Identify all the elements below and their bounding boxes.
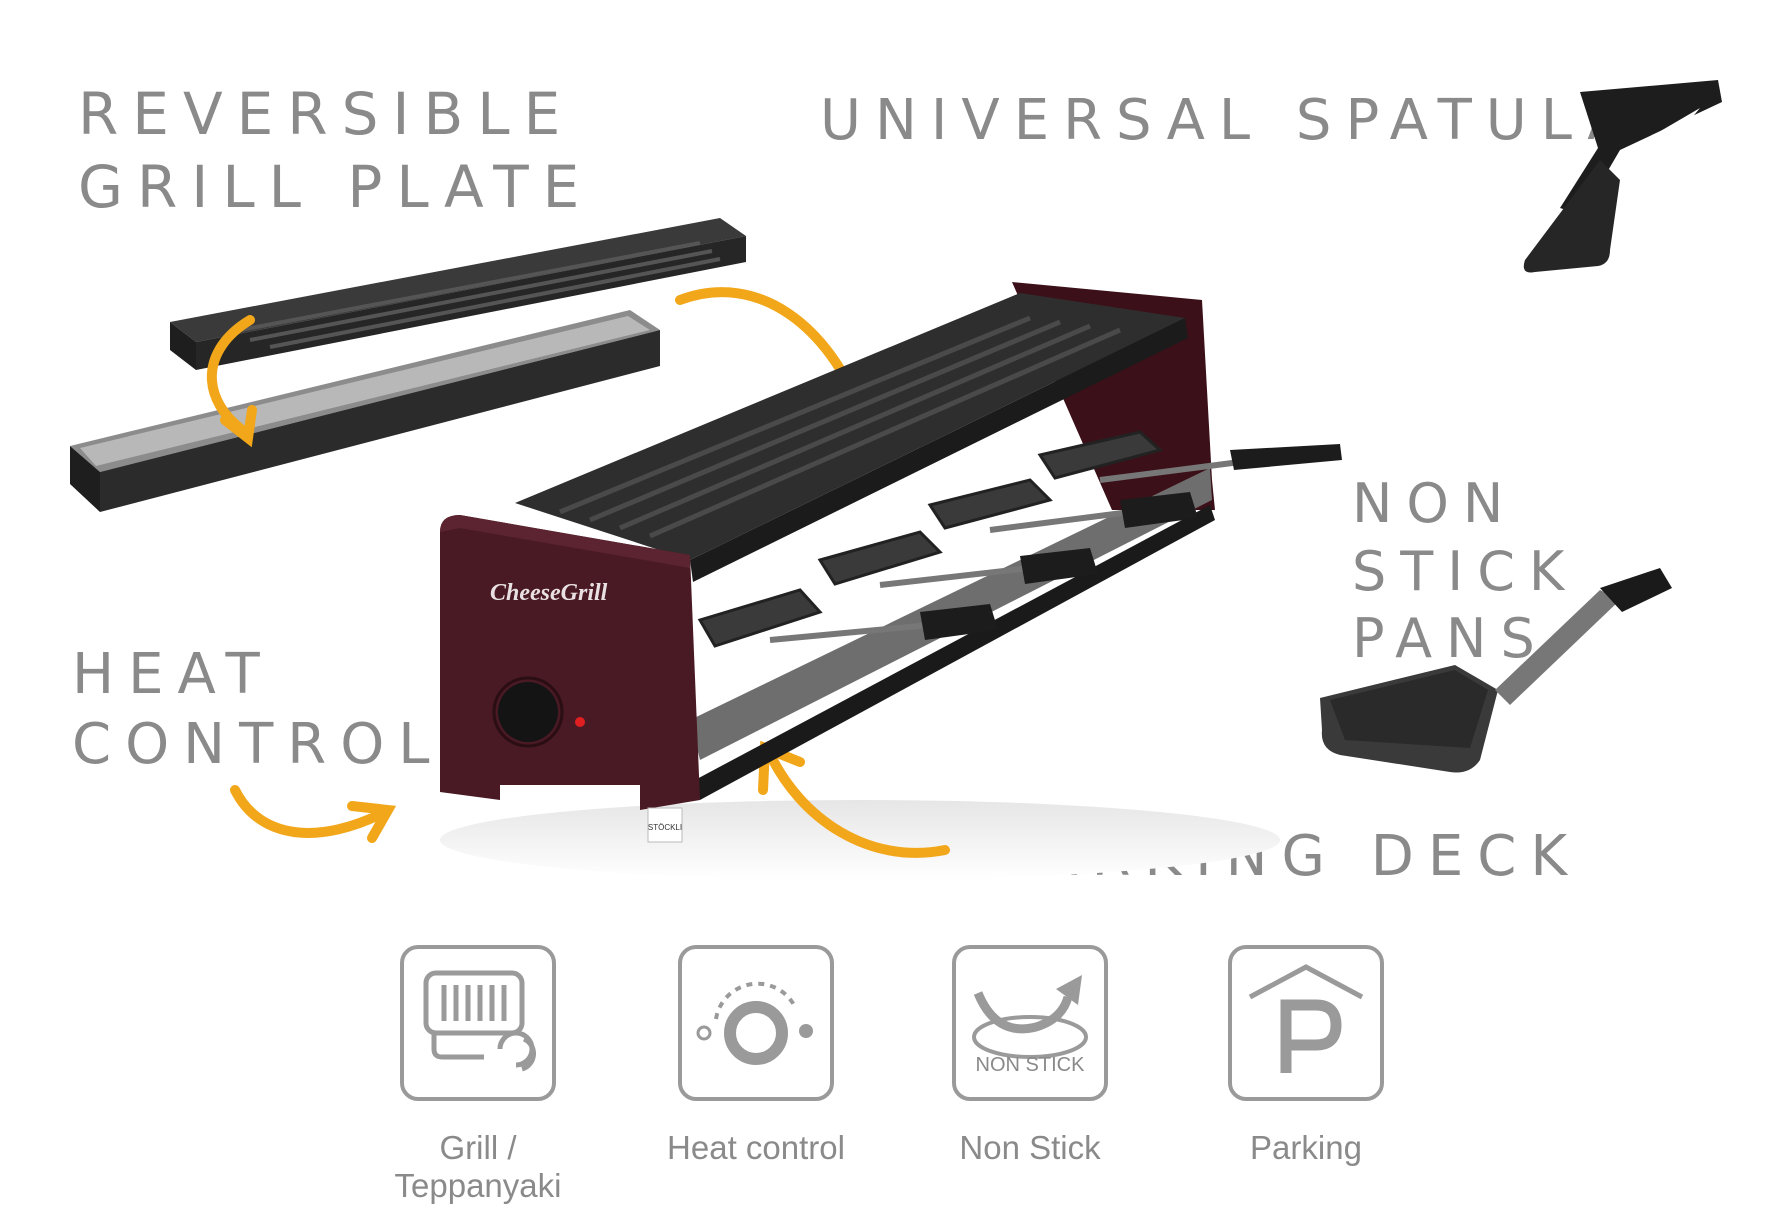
grill-reverse-icon (400, 945, 556, 1101)
callout-line-1: Non Stick (1352, 472, 1579, 603)
non-stick-pan-image (1320, 568, 1672, 773)
callout-reversible-grill-plate: Reversible Grill Plate (78, 78, 593, 223)
callout-universal-spatula: Universal Spatula (820, 86, 1640, 156)
callout-non-stick-pans: Non Stick Pans (1352, 470, 1772, 673)
callout-line-1: Universal Spatula (820, 88, 1640, 153)
indicator-light (575, 717, 585, 727)
callout-line-2: Grill Plate (78, 152, 594, 221)
feature-grill-teppanyaki: Grill / Teppanyaki (358, 945, 598, 1205)
feature-non-stick: NON STICK Non Stick (910, 945, 1150, 1167)
heat-dial-knob (498, 682, 558, 742)
callout-heat-control: Heat Control (72, 640, 443, 780)
feature-heat-control: Heat control (636, 945, 876, 1167)
brand-logo: CheeseGrill (490, 580, 608, 606)
callout-line-1: Reversible (78, 80, 575, 148)
maker-tag-text: STÖCKLI (648, 823, 682, 832)
callout-line-2: Control (72, 712, 444, 777)
parking-icon (1228, 945, 1384, 1101)
callout-line-1: Heat (72, 642, 274, 707)
feature-label: Grill / Teppanyaki (394, 1129, 562, 1204)
feature-label: Heat control (667, 1129, 845, 1166)
maker-tag (647, 807, 683, 843)
feature-label: Parking (1250, 1129, 1362, 1166)
non-stick-badge: NON STICK (975, 1054, 1085, 1076)
non-stick-icon: NON STICK (952, 945, 1108, 1101)
callout-arrows (206, 287, 950, 858)
callout-line-2: Pans (1352, 607, 1549, 670)
product-illustration: CheeseGrill STÖCKLI (70, 80, 1722, 880)
universal-spatula-image (1523, 80, 1722, 273)
feature-parking: Parking (1186, 945, 1426, 1167)
heat-dial-icon (678, 945, 834, 1101)
cheese-grill-image: CheeseGrill STÖCKLI (440, 282, 1342, 843)
reversible-grill-plate-image (70, 218, 746, 512)
feature-label: Non Stick (959, 1129, 1101, 1166)
